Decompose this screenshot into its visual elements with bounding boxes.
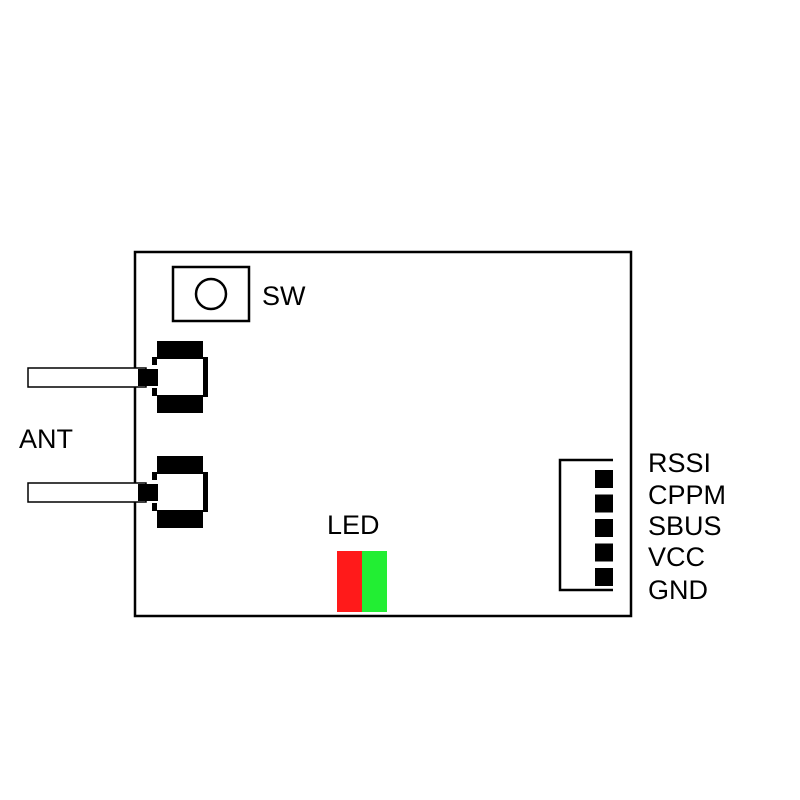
pin-rssi — [595, 470, 613, 488]
connector-bracket — [152, 388, 157, 396]
connector-pad — [157, 510, 203, 528]
connector-pad — [157, 395, 203, 413]
connector-bracket — [203, 357, 208, 397]
pin-header-pins — [595, 470, 613, 586]
connector-pad — [138, 369, 158, 386]
led-label: LED — [327, 510, 380, 540]
connector-pad — [157, 341, 203, 359]
pin-header-housing — [558, 458, 613, 592]
antenna-wire-top — [27, 367, 147, 388]
pin-label-cppm: CPPM — [648, 480, 726, 510]
pin-sbus — [595, 519, 613, 537]
connector-bracket — [152, 503, 157, 511]
pin-label-gnd: GND — [648, 575, 708, 605]
switch-button-circle — [194, 277, 228, 311]
connector-pad — [157, 456, 203, 474]
connector-bracket — [152, 472, 157, 480]
switch-label: SW — [262, 281, 306, 311]
led-red-segment — [337, 551, 362, 612]
antenna-connector-top — [138, 341, 208, 413]
connector-bracket — [152, 357, 157, 365]
pin-vcc — [595, 543, 613, 562]
pin-label-rssi: RSSI — [648, 448, 711, 478]
pin-cppm — [595, 494, 613, 513]
led-green-segment — [362, 551, 387, 612]
connector-bracket — [203, 472, 208, 512]
pin-label-sbus: SBUS — [648, 511, 722, 541]
pin-gnd — [595, 568, 613, 586]
antenna-connector-bottom — [138, 456, 208, 528]
pin-label-vcc: VCC — [648, 542, 705, 572]
antenna-wire-bottom — [27, 482, 147, 503]
antenna-label: ANT — [19, 424, 73, 454]
connector-pad — [138, 484, 158, 501]
